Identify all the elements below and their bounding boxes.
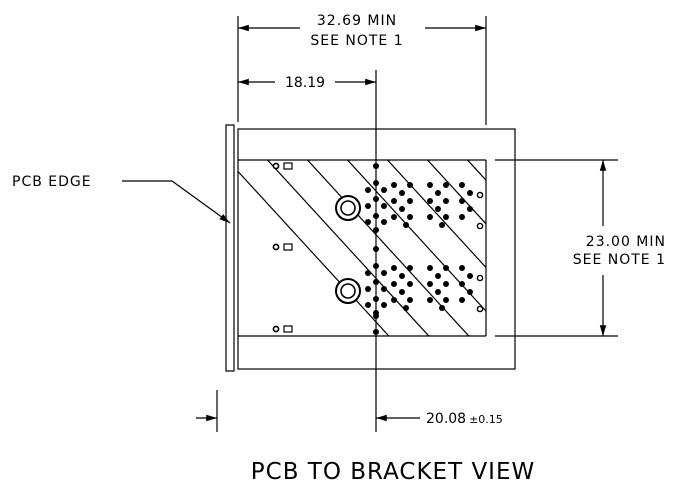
- led-dot: [272, 325, 280, 333]
- pin: [399, 273, 405, 279]
- pin: [381, 219, 387, 225]
- pin: [365, 187, 371, 193]
- pin: [427, 198, 433, 204]
- hatch-line: [346, 160, 486, 312]
- pin: [427, 297, 433, 303]
- pin: [403, 305, 409, 311]
- bottom-dimension-value: 20.08±0.15: [426, 411, 503, 427]
- hatch-line: [266, 160, 430, 336]
- pin: [381, 187, 387, 193]
- led-pad: [283, 162, 293, 170]
- pin: [407, 297, 413, 303]
- pin-hollow: [476, 191, 484, 199]
- pin-hollow: [476, 222, 484, 230]
- pin: [443, 265, 449, 271]
- pin: [427, 182, 433, 188]
- pin: [407, 265, 413, 271]
- pin: [443, 297, 449, 303]
- mounting-hole-top: [335, 195, 361, 221]
- bottom-dimension: [196, 390, 420, 432]
- offset-dimension-value: 18.19: [285, 75, 325, 91]
- pin: [381, 286, 387, 292]
- pin: [407, 281, 413, 287]
- pin: [391, 214, 397, 220]
- connector-region: [238, 159, 618, 337]
- bottom-dimension-number: 20.08: [426, 411, 466, 427]
- pin-hollow: [476, 274, 484, 282]
- pin: [427, 214, 433, 220]
- pin: [459, 214, 465, 220]
- pcb-board: [225, 124, 235, 372]
- pin: [381, 270, 387, 276]
- led-pad: [283, 325, 293, 333]
- pin: [459, 198, 465, 204]
- pin: [399, 289, 405, 295]
- led-dot: [272, 162, 280, 170]
- width-dimension: [237, 16, 487, 125]
- pin: [407, 214, 413, 220]
- pin: [459, 281, 465, 287]
- pin: [403, 222, 409, 228]
- pin: [439, 222, 445, 228]
- pin: [381, 203, 387, 209]
- pin: [435, 206, 441, 212]
- pin: [443, 198, 449, 204]
- pin: [381, 302, 387, 308]
- hatch-line: [480, 130, 673, 370]
- pin: [435, 273, 441, 279]
- hatch-pattern: [238, 130, 673, 370]
- pin: [391, 281, 397, 287]
- hatch-line: [426, 160, 486, 225]
- pin: [365, 219, 371, 225]
- pin: [443, 281, 449, 287]
- pin: [427, 281, 433, 287]
- hatch-line: [306, 160, 470, 336]
- pcb-edge-label: PCB EDGE: [12, 174, 92, 190]
- pin: [365, 203, 371, 209]
- pin: [427, 265, 433, 271]
- pin: [467, 289, 473, 295]
- pin: [407, 182, 413, 188]
- pin: [467, 273, 473, 279]
- pin: [391, 198, 397, 204]
- height-dimension-note: SEE NOTE 1: [573, 252, 666, 268]
- pin: [407, 198, 413, 204]
- mounting-hole-bottom: [335, 278, 361, 304]
- pcb-edge-leader: [122, 180, 231, 224]
- pin: [459, 265, 465, 271]
- pin: [365, 286, 371, 292]
- pin: [391, 182, 397, 188]
- pin: [459, 182, 465, 188]
- led-dot: [272, 243, 280, 251]
- view-title: PCB TO BRACKET VIEW: [251, 459, 535, 485]
- pin-hollow: [476, 305, 484, 313]
- led-markers: [272, 162, 293, 333]
- hatch-line: [238, 170, 390, 336]
- pin: [435, 190, 441, 196]
- led-pad: [283, 243, 293, 251]
- width-dimension-value: 32.69 MIN: [317, 13, 397, 29]
- hatch-line: [386, 160, 486, 269]
- pin: [365, 270, 371, 276]
- width-dimension-note: SEE NOTE 1: [310, 33, 403, 49]
- pin: [459, 297, 465, 303]
- pin: [439, 305, 445, 311]
- pin: [467, 206, 473, 212]
- pin-field: [365, 163, 484, 335]
- hatch-line: [466, 160, 486, 182]
- pin: [391, 265, 397, 271]
- pin: [391, 297, 397, 303]
- pin: [399, 206, 405, 212]
- pin: [443, 182, 449, 188]
- bottom-dimension-tolerance: ±0.15: [469, 413, 503, 426]
- pin: [435, 289, 441, 295]
- pin: [399, 190, 405, 196]
- pin: [467, 190, 473, 196]
- height-dimension-value: 23.00 MIN: [586, 234, 666, 250]
- pin: [443, 214, 449, 220]
- pin: [365, 302, 371, 308]
